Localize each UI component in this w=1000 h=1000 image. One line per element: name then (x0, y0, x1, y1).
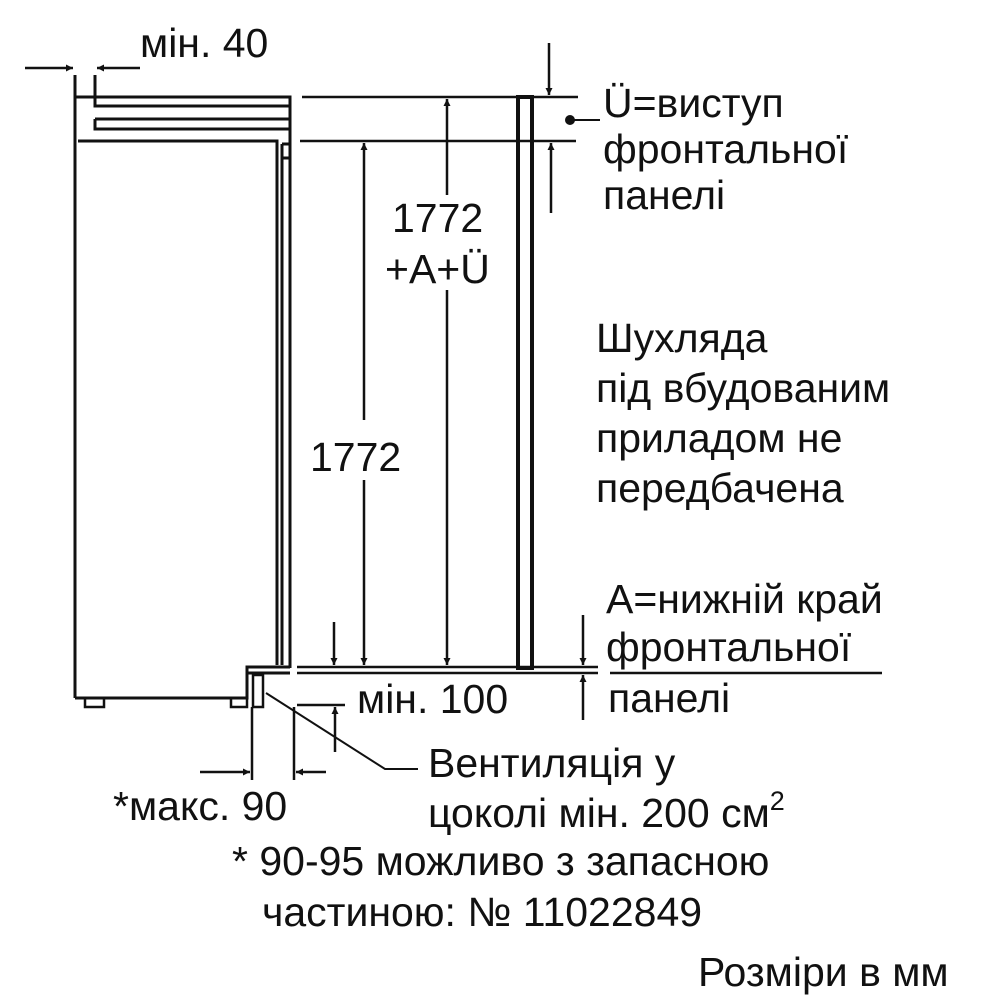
leader-lines (265, 115, 600, 770)
drawer-note: під вбудованим (596, 365, 890, 411)
drawer-note: Шухляда (596, 315, 768, 361)
footnote: частиною: № 11022849 (262, 889, 702, 935)
cabinet-outline (73, 75, 292, 709)
overhang-label: панелі (603, 172, 725, 218)
ventilation-label: цоколі мін. 200 см2 (428, 786, 785, 836)
reference-lines (250, 95, 882, 780)
dimension-arrows (25, 43, 587, 776)
footnote: * 90-95 можливо з запасною (232, 838, 769, 884)
min-40-label: мін. 40 (140, 20, 268, 66)
max-90-label: *макс. 90 (113, 783, 287, 829)
overhang-label: фронтальної (603, 126, 848, 172)
bottom-edge-label: фронтальної (606, 624, 851, 670)
overhang-label: Ü=виступ (603, 80, 784, 126)
bottom-edge-label: А=нижній край (606, 576, 883, 622)
min-100-label: мін. 100 (357, 676, 508, 722)
height-niche-label: 1772 (310, 434, 401, 480)
bottom-edge-label: панелі (608, 675, 730, 721)
superscript: 2 (770, 786, 785, 816)
units-note: Розміри в мм (698, 949, 949, 995)
drawer-note: приладом не (596, 415, 842, 461)
height-total-label-1: 1772 (392, 195, 483, 241)
height-total-label-2: +A+Ü (385, 246, 490, 292)
ventilation-label: Вентиляція у (428, 740, 676, 786)
front-panel (516, 95, 534, 670)
drawer-note: передбачена (596, 465, 844, 511)
ventilation-text: цоколі мін. 200 см (428, 790, 770, 836)
